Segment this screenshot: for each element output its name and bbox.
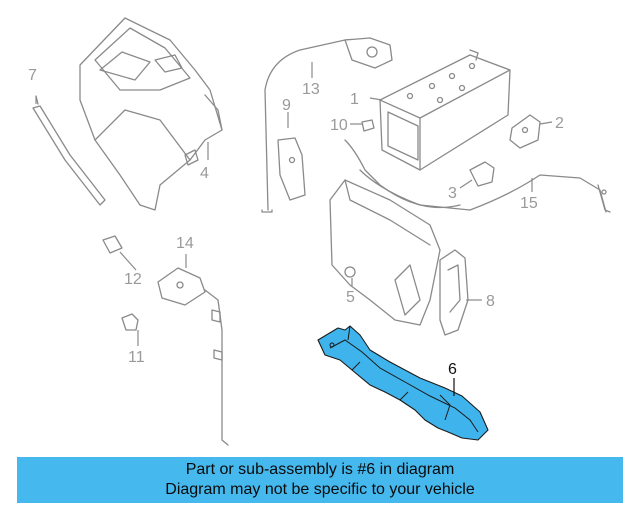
part-2-clamp (509, 114, 541, 149)
callout-9: 9 (282, 97, 291, 114)
callout-11: 11 (128, 349, 145, 366)
part-6-highlighted-strut (317, 325, 489, 441)
part-1-battery (344, 49, 511, 209)
callout-12: 12 (124, 271, 142, 288)
callout-7: 7 (28, 67, 37, 84)
part-9-bracket (277, 137, 306, 201)
part-11-clip (121, 313, 139, 331)
leader-lines (35, 62, 553, 396)
part-12-block (102, 235, 123, 254)
callout-13: 13 (302, 81, 320, 98)
part-8-bracket (439, 249, 469, 336)
callout-14: 14 (176, 235, 194, 252)
part-4-shroud (79, 17, 223, 211)
callout-1: 1 (350, 91, 359, 108)
callout-3: 3 (448, 185, 457, 202)
part-14-hinge (157, 267, 229, 446)
callout-6: 6 (448, 361, 457, 378)
part-15-cable (359, 169, 611, 213)
callout-10: 10 (330, 117, 348, 134)
callout-8: 8 (486, 293, 495, 310)
part-10-bolt (361, 119, 375, 132)
callout-4: 4 (200, 165, 209, 182)
parts-diagram: 7 4 13 9 1 10 2 3 15 14 12 11 5 8 6 (28, 17, 611, 446)
callout-15: 15 (520, 195, 538, 212)
part-13-cable (261, 37, 393, 213)
callout-5: 5 (346, 289, 355, 306)
part-5-panel (329, 179, 441, 326)
banner-line-part-number: Part or sub-assembly is #6 in diagram (185, 461, 455, 478)
info-banner: Part or sub-assembly is #6 in diagram Di… (17, 457, 623, 503)
part-3-clamp (469, 161, 495, 187)
callout-labels: 7 4 13 9 1 10 2 3 15 14 12 11 5 8 6 (28, 67, 564, 378)
banner-line-disclaimer: Diagram may not be specific to your vehi… (165, 481, 475, 498)
callout-2: 2 (555, 115, 564, 132)
